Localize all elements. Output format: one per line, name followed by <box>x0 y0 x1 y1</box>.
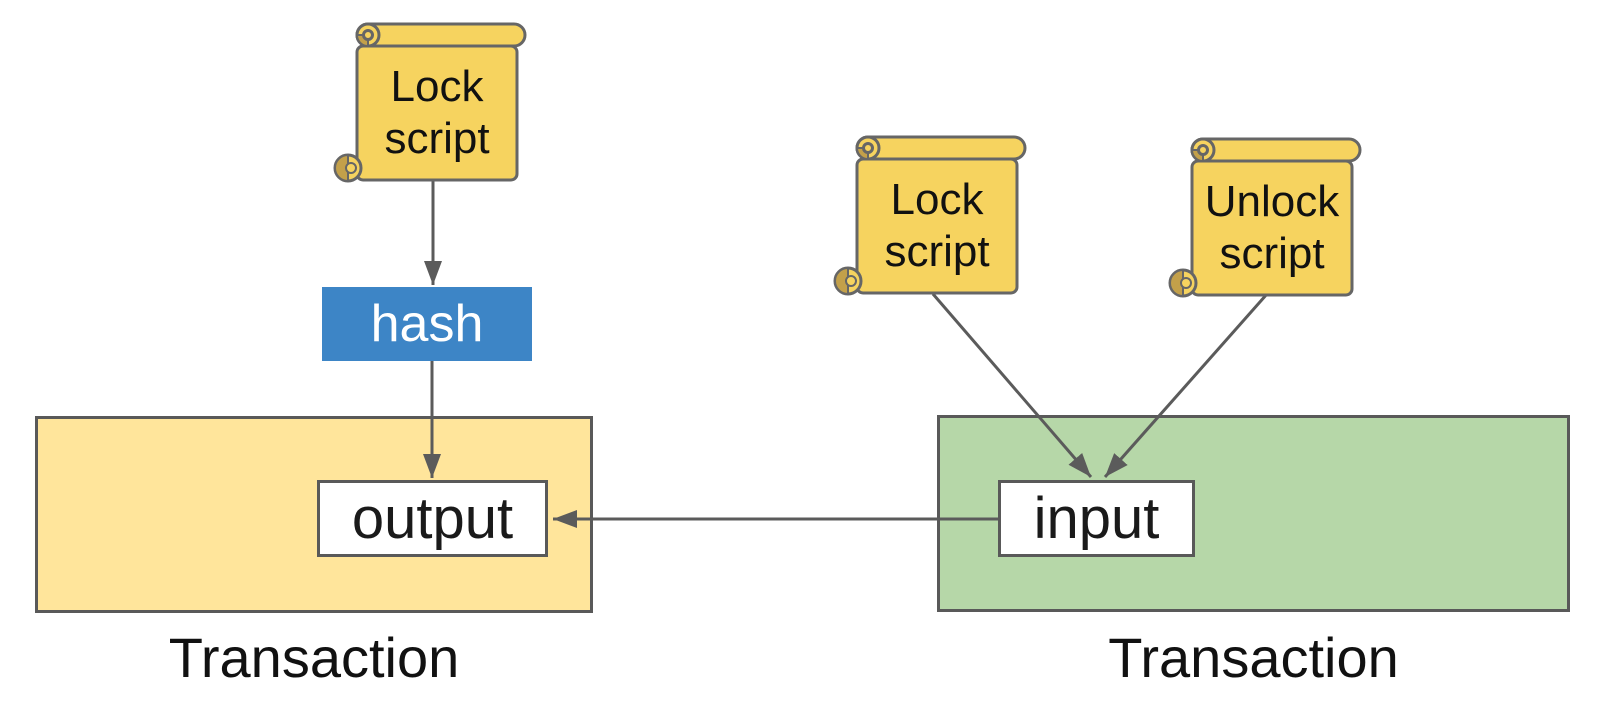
scroll-label-line2: script <box>884 227 990 276</box>
scroll-label-line1: Unlock <box>1204 177 1340 227</box>
arrow-lockscript-to-input <box>931 293 1093 478</box>
transaction-label-right: Transaction <box>1108 626 1399 689</box>
hash-box: hash <box>322 287 532 361</box>
output-node: output <box>317 480 548 557</box>
input-node: input <box>998 480 1195 557</box>
scroll-label-line1: Lock <box>890 175 984 225</box>
arrow-unlockscript-to-input <box>1103 293 1269 478</box>
scroll-label-line2: script <box>384 114 490 163</box>
scroll-label-line2: script <box>1219 229 1325 278</box>
input-label: input <box>1033 486 1160 551</box>
scroll-label-line1: Lock <box>390 62 484 112</box>
transaction-label-left: Transaction <box>168 626 460 689</box>
lock-script-scroll-left: Lock script <box>357 46 517 180</box>
output-label: output <box>351 486 514 551</box>
unlock-script-scroll: Unlock script <box>1192 161 1352 295</box>
lock-script-scroll-right: Lock script <box>857 159 1017 293</box>
hash-label: hash <box>370 295 484 353</box>
